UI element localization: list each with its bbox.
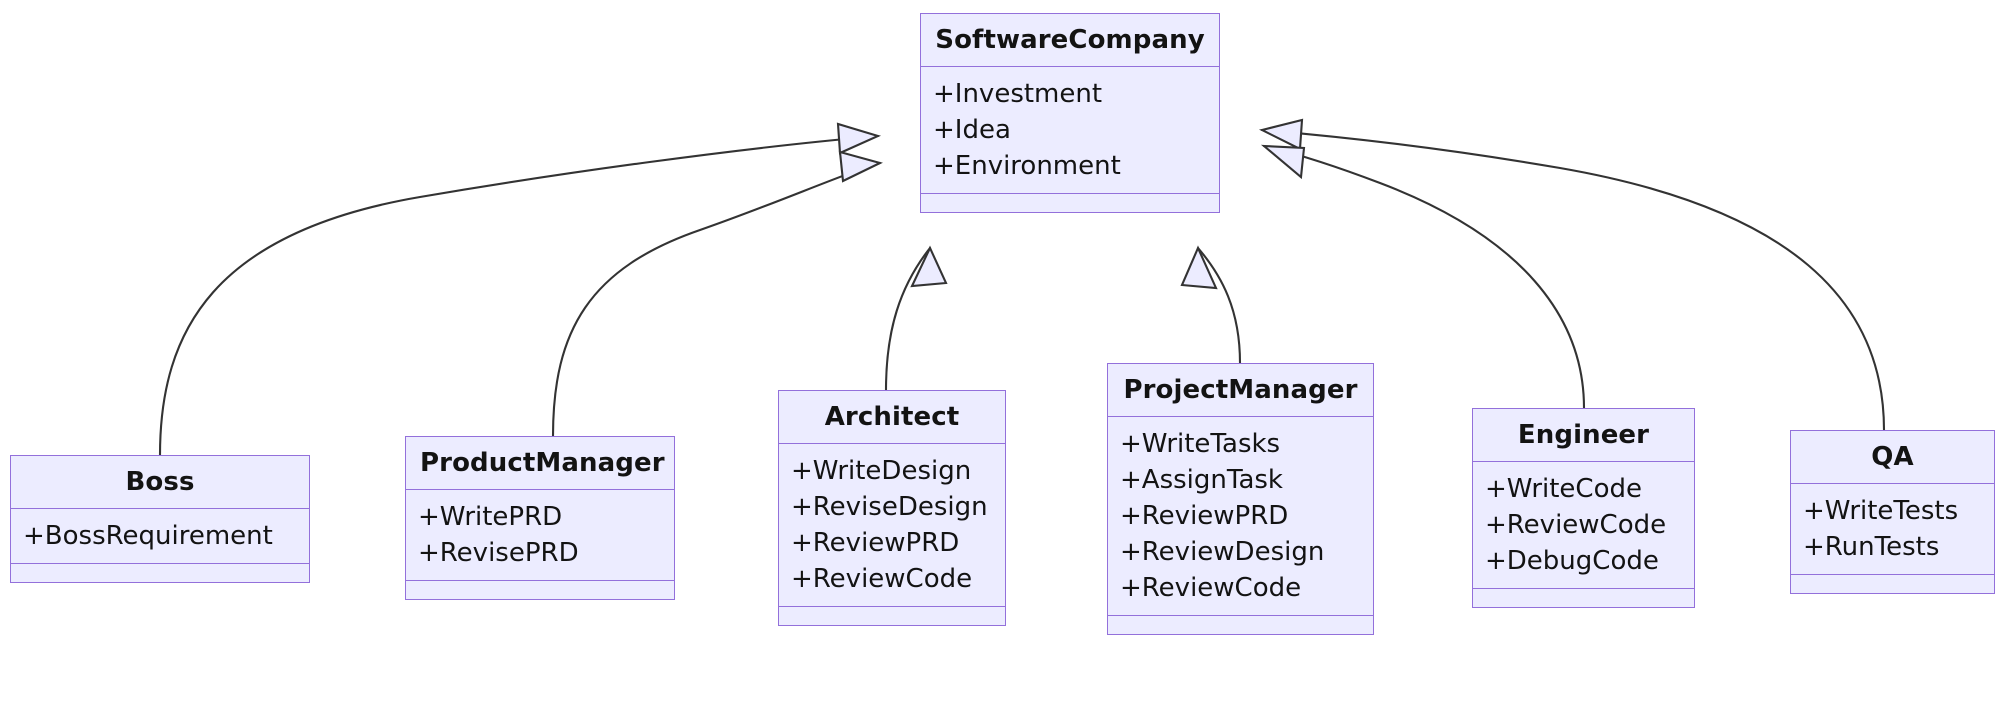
class-attribute: +DebugCode — [1485, 546, 1659, 576]
class-attribute: +AssignTask — [1120, 465, 1283, 495]
class-operations-productmanager — [406, 581, 674, 599]
class-attribute: +ReviewDesign — [1120, 537, 1325, 567]
class-operations-architect — [779, 607, 1005, 625]
class-attribute: +WritePRD — [418, 502, 563, 532]
class-divider — [921, 193, 1219, 194]
class-box-boss[interactable]: Boss +BossRequirement — [10, 455, 310, 583]
class-divider — [1791, 483, 1994, 484]
class-attribute: +Environment — [933, 151, 1121, 181]
class-title-boss: Boss — [125, 467, 195, 497]
class-title-architect: Architect — [824, 402, 960, 432]
class-title-engineer: Engineer — [1517, 420, 1650, 450]
class-divider — [11, 563, 309, 564]
class-operations-projectmanager — [1108, 616, 1373, 634]
class-attribute: +ReviewCode — [1120, 573, 1302, 603]
class-operations-softwarecompany — [921, 194, 1219, 212]
class-divider — [779, 606, 1005, 607]
class-attribute: +ReviewPRD — [791, 528, 960, 558]
class-attribute: +ReviewCode — [1485, 510, 1667, 540]
class-divider — [1473, 461, 1694, 462]
edge-boss-to-softwarecompany — [158, 134, 880, 457]
class-attribute: +RunTests — [1803, 532, 1940, 562]
arrowhead-qa — [1258, 118, 1304, 151]
class-title-qa: QA — [1871, 442, 1914, 472]
class-divider — [406, 580, 674, 581]
class-box-productmanager[interactable]: ProductManager +WritePRD +RevisePRD — [405, 436, 675, 600]
class-operations-qa — [1791, 575, 1994, 593]
arrowhead-boss — [836, 122, 882, 155]
edge-qa-to-softwarecompany — [1260, 128, 1886, 432]
class-divider — [406, 489, 674, 490]
class-attribute: +WriteCode — [1485, 474, 1642, 504]
class-attribute: +BossRequirement — [23, 521, 273, 551]
class-divider — [1473, 588, 1694, 589]
class-box-projectmanager[interactable]: ProjectManager +WriteTasks +AssignTask +… — [1107, 363, 1374, 635]
class-operations-boss — [11, 564, 309, 582]
class-divider — [779, 443, 1005, 444]
class-attribute: +WriteTests — [1803, 496, 1959, 526]
class-attributes-softwarecompany: +Investment +Idea +Environment — [921, 67, 1219, 193]
class-operations-engineer — [1473, 589, 1694, 607]
arrowhead-productmanager — [838, 150, 883, 183]
class-attributes-qa: +WriteTests +RunTests — [1791, 484, 1994, 574]
class-attribute: +WriteDesign — [791, 456, 972, 486]
class-attribute: +RevisePRD — [418, 538, 579, 568]
edge-productmanager-to-softwarecompany — [551, 161, 882, 438]
class-attribute: +ReviewPRD — [1120, 501, 1289, 531]
class-divider — [11, 508, 309, 509]
class-title-projectmanager: ProjectManager — [1123, 375, 1358, 405]
class-attribute: +WriteTasks — [1120, 429, 1281, 459]
edge-architect-to-softwarecompany — [884, 246, 932, 392]
class-box-architect[interactable]: Architect +WriteDesign +ReviseDesign +Re… — [778, 390, 1006, 626]
class-attributes-projectmanager: +WriteTasks +AssignTask +ReviewPRD +Revi… — [1108, 417, 1373, 615]
arrowhead-architect — [910, 245, 948, 288]
class-divider — [921, 66, 1219, 67]
arrowhead-engineer — [1260, 144, 1306, 180]
class-divider — [1108, 615, 1373, 616]
class-box-softwarecompany[interactable]: SoftwareCompany +Investment +Idea +Envir… — [920, 13, 1220, 213]
class-box-engineer[interactable]: Engineer +WriteCode +ReviewCode +DebugCo… — [1472, 408, 1695, 608]
class-attribute: +Idea — [933, 115, 1011, 145]
class-title-softwarecompany: SoftwareCompany — [935, 25, 1205, 55]
class-title-productmanager: ProductManager — [420, 448, 665, 478]
class-attributes-engineer: +WriteCode +ReviewCode +DebugCode — [1473, 462, 1694, 588]
class-attribute: +Investment — [933, 79, 1103, 109]
class-divider — [1108, 416, 1373, 417]
class-attributes-productmanager: +WritePRD +RevisePRD — [406, 490, 674, 580]
class-attribute: +ReviewCode — [791, 564, 973, 594]
class-box-qa[interactable]: QA +WriteTests +RunTests — [1790, 430, 1995, 594]
class-divider — [1791, 574, 1994, 575]
arrowhead-projectmanager — [1180, 245, 1218, 290]
edge-projectmanager-to-softwarecompany — [1196, 246, 1242, 365]
class-attributes-boss: +BossRequirement — [11, 509, 309, 563]
class-attribute: +ReviseDesign — [791, 492, 988, 522]
class-attributes-architect: +WriteDesign +ReviseDesign +ReviewPRD +R… — [779, 444, 1005, 606]
